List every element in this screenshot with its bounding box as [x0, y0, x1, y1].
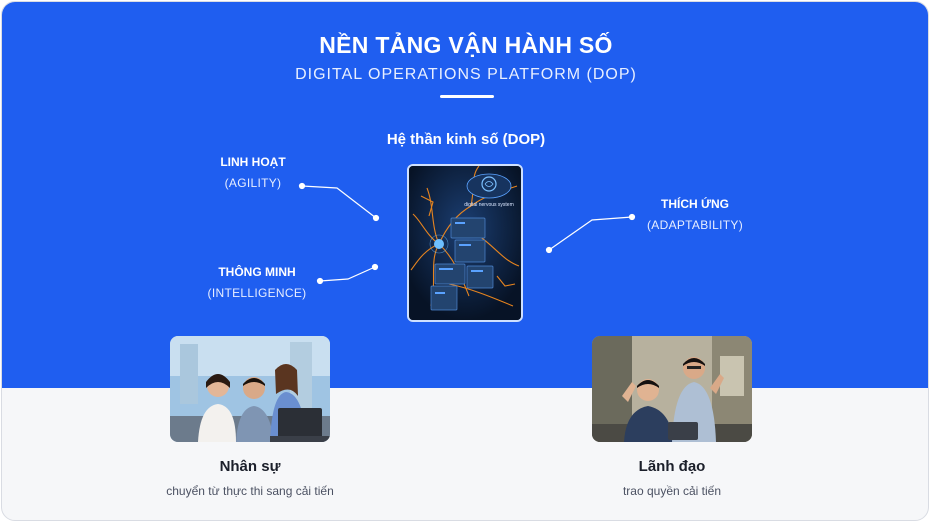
leaders-description: trao quyền cải tiến: [622, 484, 722, 498]
page-title: NỀN TẢNG VẬN HÀNH SỐ: [319, 32, 613, 58]
title-underline: [440, 95, 494, 98]
adaptability-dot-end: [628, 213, 636, 221]
adaptability-sub: (ADAPTABILITY): [647, 218, 743, 232]
leaders-photo: [592, 336, 752, 442]
page-subtitle: DIGITAL OPERATIONS PLATFORM (DOP): [295, 66, 637, 83]
connector-lines: [298, 182, 636, 285]
intelligence-dot-start: [316, 277, 324, 285]
intelligence-dot-end: [371, 263, 379, 271]
leaders-photo-illustration: [592, 336, 752, 442]
adaptability-dot-start: [545, 246, 553, 254]
agility-dot-start: [298, 182, 306, 190]
dop-illustration-card: digital nervous system: [407, 164, 523, 322]
employees-description: chuyển từ thực thi sang cải tiến: [166, 484, 334, 498]
leaders-title: Lãnh đạo: [638, 458, 706, 475]
adaptability-connector: [548, 216, 633, 251]
hero-section: NỀN TẢNG VẬN HÀNH SỐ DIGITAL OPERATIONS …: [2, 2, 928, 388]
digital-nervous-system-illustration: digital nervous system: [409, 166, 521, 320]
intelligence-sub: (INTELLIGENCE): [207, 286, 307, 300]
employees-title: Nhân sự: [219, 458, 281, 475]
center-title: Hệ thần kinh số (DOP): [386, 131, 546, 148]
adaptability-label: THÍCH ỨNG: [661, 197, 729, 211]
intelligence-label: THÔNG MINH: [218, 265, 296, 279]
agility-sub: (AGILITY): [224, 176, 282, 190]
employees-photo-illustration: [170, 336, 330, 442]
agility-dot-end: [372, 214, 380, 222]
card-caption: digital nervous system: [464, 202, 513, 208]
intelligence-connector: [319, 266, 376, 282]
employees-photo: [170, 336, 330, 442]
agility-label: LINH HOẠT: [220, 155, 286, 169]
agility-connector: [301, 185, 377, 219]
